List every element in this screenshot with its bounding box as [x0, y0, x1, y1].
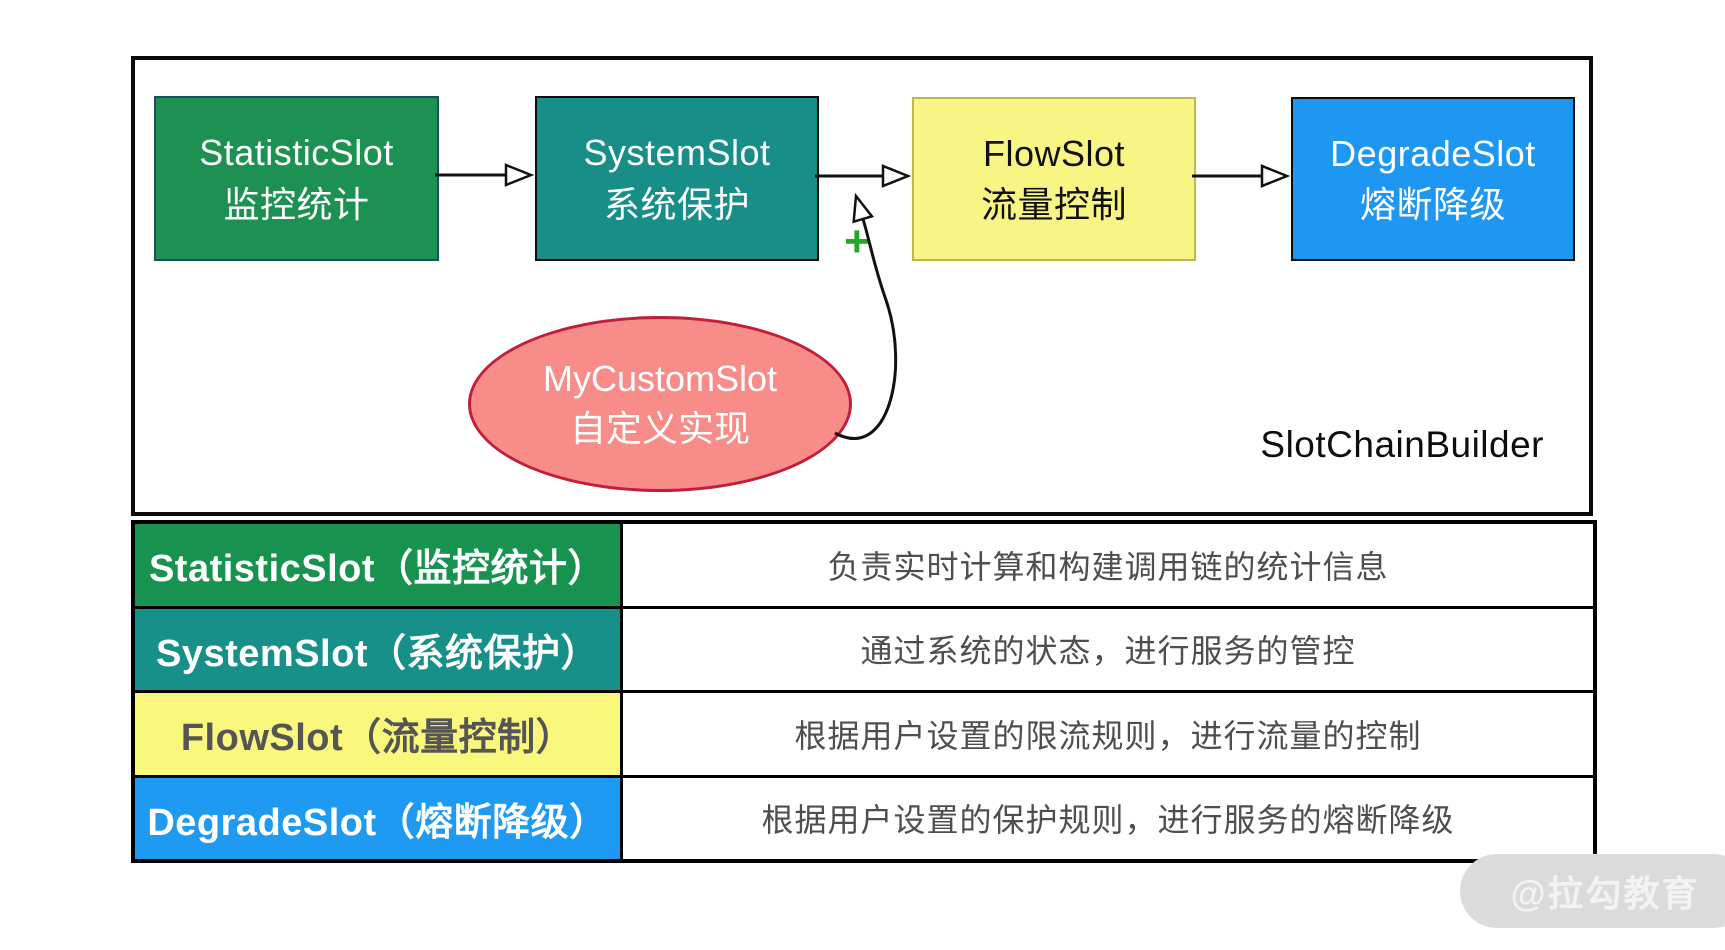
degrade-slot-caption: 熔断降级 — [1359, 184, 1506, 225]
watermark-badge: @拉勾教育 — [1460, 854, 1725, 928]
table-row-description: 根据用户设置的限流规则，进行流量的控制 — [620, 693, 1593, 775]
statistic-slot-caption: 监控统计 — [223, 183, 370, 225]
table-row: SystemSlot（系统保护） 通过系统的状态，进行服务的管控 — [135, 605, 1593, 690]
table-row: DegradeSlot（熔断降级） 根据用户设置的保护规则，进行服务的熔断降级 — [135, 774, 1593, 859]
table-row: StatisticSlot（监控统计） 负责实时计算和构建调用链的统计信息 — [135, 524, 1593, 606]
flow-slot-caption: 流量控制 — [980, 184, 1127, 225]
my-custom-slot-ellipse: MyCustomSlot 自定义实现 — [468, 316, 852, 492]
table-row-label: FlowSlot（流量控制） — [135, 693, 620, 775]
plus-insert-indicator: + — [844, 217, 870, 266]
table-row-description: 通过系统的状态，进行服务的管控 — [620, 608, 1593, 690]
system-slot-caption: 系统保护 — [603, 183, 750, 225]
table-row-label: DegradeSlot（熔断降级） — [135, 777, 620, 859]
slot-chain-builder-label: SlotChainBuilder — [1260, 424, 1544, 465]
table-row-label: StatisticSlot（监控统计） — [135, 524, 620, 606]
system-slot-name: SystemSlot — [583, 132, 771, 174]
slot-chain-diagram-frame: StatisticSlot 监控统计 SystemSlot 系统保护 FlowS… — [131, 56, 1593, 516]
statistic-slot-box: StatisticSlot 监控统计 — [154, 96, 439, 261]
table-row-description: 根据用户设置的保护规则，进行服务的熔断降级 — [620, 777, 1593, 859]
flow-slot-box: FlowSlot 流量控制 — [912, 97, 1196, 261]
degrade-slot-name: DegradeSlot — [1330, 132, 1536, 174]
statistic-slot-name: StatisticSlot — [199, 132, 394, 174]
degrade-slot-box: DegradeSlot 熔断降级 — [1291, 97, 1575, 261]
table-row-description: 负责实时计算和构建调用链的统计信息 — [620, 524, 1593, 606]
table-row: FlowSlot（流量控制） 根据用户设置的限流规则，进行流量的控制 — [135, 690, 1593, 775]
slot-description-table: StatisticSlot（监控统计） 负责实时计算和构建调用链的统计信息 Sy… — [131, 520, 1597, 863]
system-slot-box: SystemSlot 系统保护 — [535, 96, 819, 261]
flow-slot-name: FlowSlot — [982, 132, 1126, 174]
custom-slot-caption: 自定义实现 — [569, 408, 750, 449]
table-row-label: SystemSlot（系统保护） — [135, 608, 620, 690]
custom-slot-name: MyCustomSlot — [542, 357, 778, 399]
watermark-text: @拉勾教育 — [1510, 873, 1700, 914]
